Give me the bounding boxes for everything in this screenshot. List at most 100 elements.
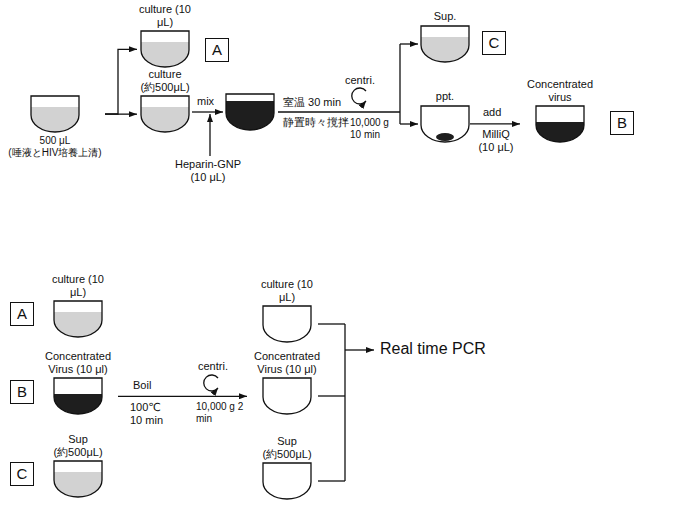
tube-shape — [535, 105, 585, 143]
pellet — [436, 133, 454, 141]
tube-outline — [141, 31, 189, 67]
tube-label: Sup (約500μL) — [259, 435, 315, 460]
tube-label: Sup. — [434, 10, 457, 23]
tube-shape — [53, 460, 103, 498]
tube-node: Concentrated Virus (10 μl) — [38, 350, 118, 415]
tube-content — [54, 472, 102, 497]
split-arrow — [400, 123, 418, 124]
tube-outline — [226, 94, 274, 130]
add-arrow — [209, 114, 210, 156]
annotation: 100℃ 10 min — [130, 401, 170, 426]
tube-shape — [262, 305, 312, 343]
tube-label: culture (約500μL) — [137, 68, 193, 93]
annotation: Real time PCR — [380, 340, 486, 358]
annotation: centri. — [345, 74, 375, 87]
tube-outline — [31, 96, 79, 132]
tube-label: Sup (約500μL) — [50, 433, 106, 458]
annotation: mix — [197, 95, 214, 108]
split-arrow — [400, 43, 418, 44]
tube-node: culture (約500μL) — [137, 68, 193, 133]
sample-box: B — [610, 111, 634, 135]
sample-box: C — [482, 31, 506, 55]
tube-content — [54, 394, 102, 397]
tube-label: Concentrated virus — [520, 78, 600, 103]
tube-content — [54, 397, 102, 414]
tube-node: ppt. — [420, 90, 470, 143]
tube-outline — [536, 106, 584, 142]
tube-label: Concentrated Virus (10 μl) — [38, 350, 118, 375]
box-letter: C — [489, 34, 500, 51]
mix-arrow — [192, 111, 223, 112]
tube-content — [54, 312, 102, 337]
split-line — [399, 44, 400, 124]
flow-arrow — [105, 113, 137, 114]
tube-node: Concentrated virus — [520, 78, 600, 143]
tube-shape — [420, 105, 470, 143]
tube-shape — [140, 95, 190, 133]
tube-outline — [421, 26, 469, 62]
box-letter: B — [17, 383, 27, 400]
tube-outline — [421, 106, 469, 142]
tube-label: culture (10 μL) — [137, 3, 193, 28]
flow-arrow — [118, 396, 247, 397]
annotation: 静置時々撹拌 — [283, 116, 349, 129]
flow-arrow — [105, 49, 137, 114]
tube-content — [536, 122, 584, 125]
box-letter: C — [17, 465, 28, 482]
tube-shape — [53, 377, 103, 415]
tube-label: 500 μL (唾液とHIV培養上清) — [5, 135, 105, 158]
tube-content — [141, 42, 189, 67]
bracket — [344, 324, 345, 481]
tube-outline — [263, 378, 311, 414]
box-letter: B — [617, 114, 627, 131]
tube-node: Sup. — [420, 10, 470, 63]
box-letter: A — [17, 305, 27, 322]
tube-content — [536, 125, 584, 142]
tube-label: ppt. — [436, 90, 454, 103]
annotation: MilliQ (10 μL) — [473, 128, 519, 153]
annotation: centri. — [198, 360, 228, 373]
edge-label: add — [482, 106, 502, 119]
tube-outline — [54, 378, 102, 414]
annotation: 10,000 g 10 min — [350, 117, 398, 140]
tube-node: culture (10 μL) — [259, 278, 315, 343]
sample-box: A — [205, 38, 229, 62]
tube-node: Concentrated Virus (10 μl) — [247, 350, 327, 415]
tube-label: Concentrated Virus (10 μl) — [247, 350, 327, 375]
annotation: 10,000 g 2 min — [196, 401, 244, 424]
tube-outline — [263, 463, 311, 499]
sample-box: B — [10, 380, 34, 404]
sample-box: A — [10, 302, 34, 326]
edge-label: Boil — [132, 379, 152, 392]
centrifuge-symbol — [204, 375, 218, 391]
sample-box: C — [10, 462, 34, 486]
bracket — [318, 395, 345, 396]
pcr-arrow — [345, 349, 374, 350]
annotation: Heparin-GNP (10 μL) — [172, 158, 244, 183]
tube-node: 500 μL (唾液とHIV培養上清) — [5, 95, 105, 158]
flow-arrow — [470, 123, 520, 124]
centrifuge-symbol — [352, 88, 366, 104]
tube-node: culture (10 μL) — [50, 273, 106, 338]
tube-label: culture (10 μL) — [50, 273, 106, 298]
tube-node: Sup (約500μL) — [50, 433, 106, 498]
tube-outline — [141, 96, 189, 132]
tube-content — [31, 107, 79, 132]
tube-node: culture (10 μL) — [137, 3, 193, 68]
annotation: 室温 30 min — [283, 96, 341, 109]
tube-content — [421, 37, 469, 62]
tube-shape — [262, 377, 312, 415]
bracket — [318, 323, 345, 324]
tube-outline — [263, 306, 311, 342]
bracket — [318, 480, 345, 481]
tube-shape — [53, 300, 103, 338]
tube-content — [141, 107, 189, 132]
tube-shape — [420, 25, 470, 63]
tube-shape — [140, 30, 190, 68]
tube-outline — [54, 301, 102, 337]
tube-shape — [262, 462, 312, 500]
mixed-tube — [226, 94, 274, 130]
tube-node: Sup (約500μL) — [259, 435, 315, 500]
tube-shape — [30, 95, 80, 133]
